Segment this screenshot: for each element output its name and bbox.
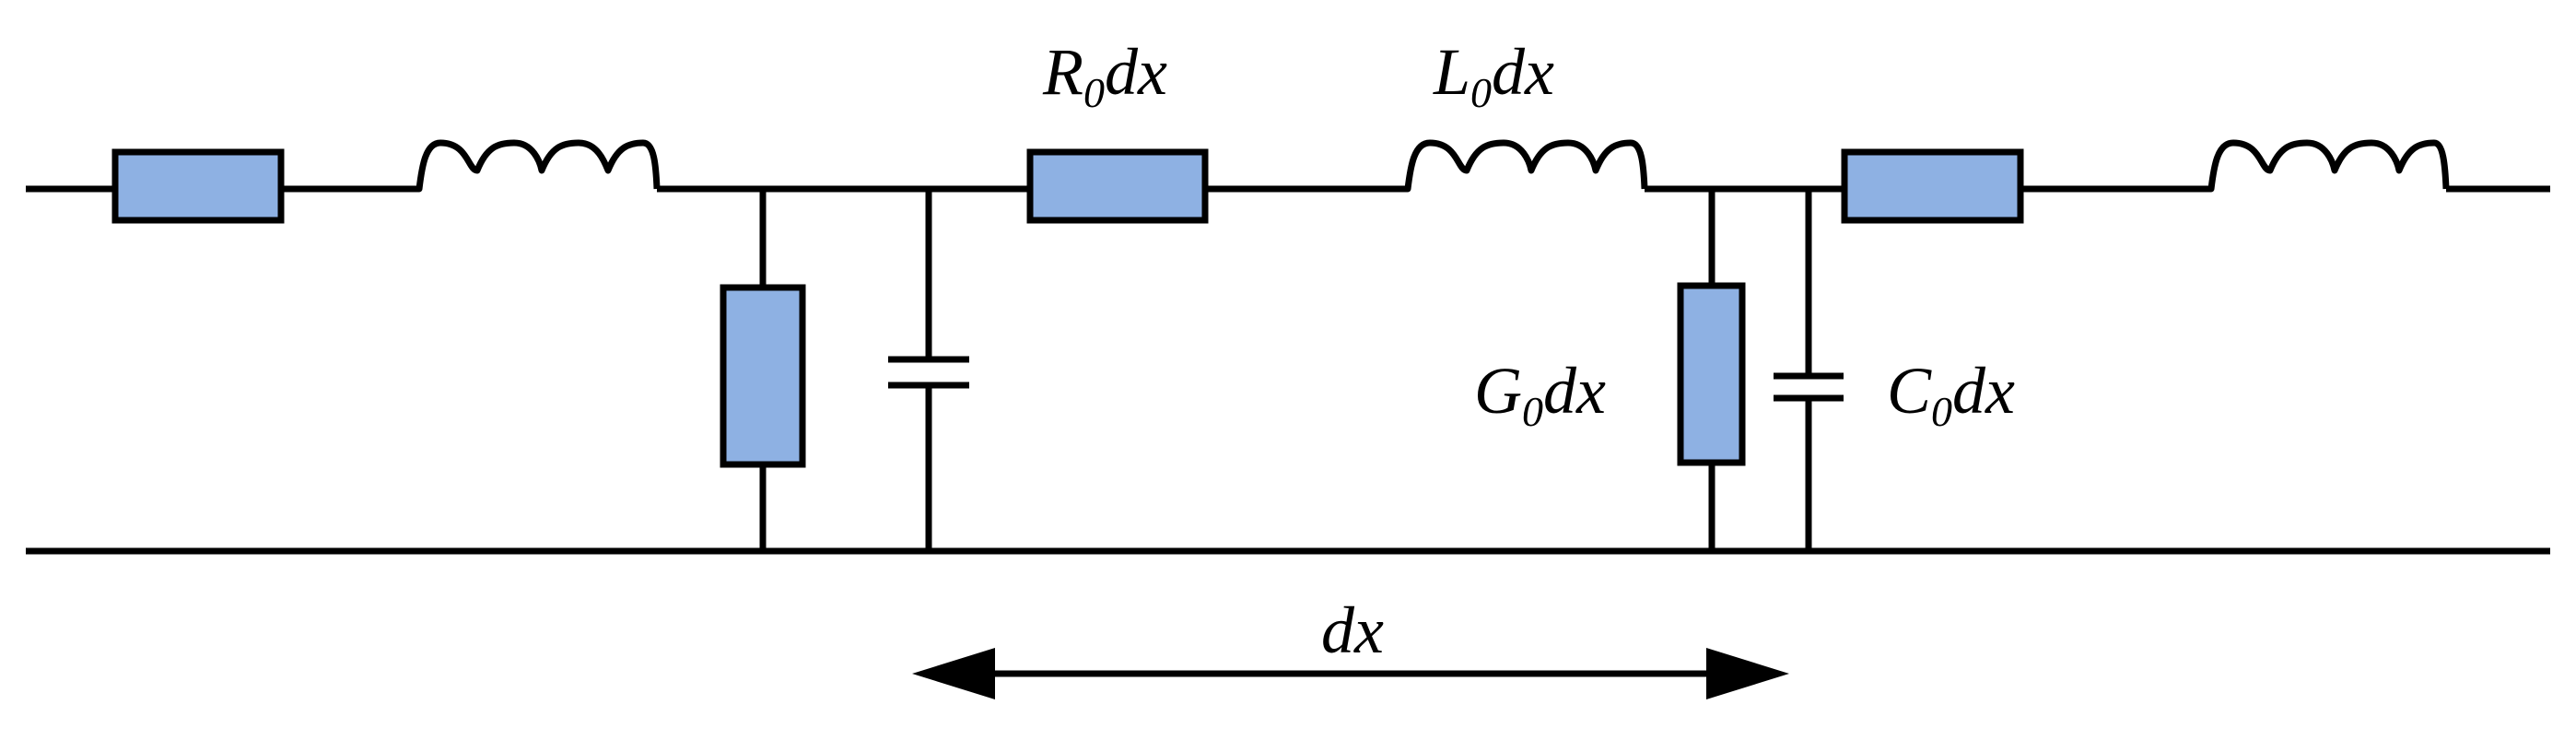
label-r0dx: R0dx <box>1042 35 1167 116</box>
label-g0dx: G0dx <box>1474 354 1606 435</box>
shunt-branch-right <box>1677 189 1844 551</box>
series-resistor-r0dx <box>1026 148 1209 224</box>
shunt-branch-left <box>720 189 969 551</box>
series-resistor-left <box>111 148 285 224</box>
label-c0dx: C0dx <box>1887 354 2015 435</box>
series-inductor-right <box>2205 139 2450 193</box>
series-resistor-right <box>1841 148 2024 224</box>
label-l0dx: L0dx <box>1433 35 1554 116</box>
shunt-conductance-left <box>720 284 806 468</box>
arrowhead-right <box>1706 648 1789 699</box>
label-dx: dx <box>1321 593 1384 667</box>
shunt-conductance-g0dx <box>1677 282 1746 466</box>
series-inductor-left <box>413 139 661 193</box>
segment-length-arrow <box>912 648 1789 699</box>
arrowhead-left <box>912 648 995 699</box>
series-inductor-l0dx <box>1402 139 1648 193</box>
